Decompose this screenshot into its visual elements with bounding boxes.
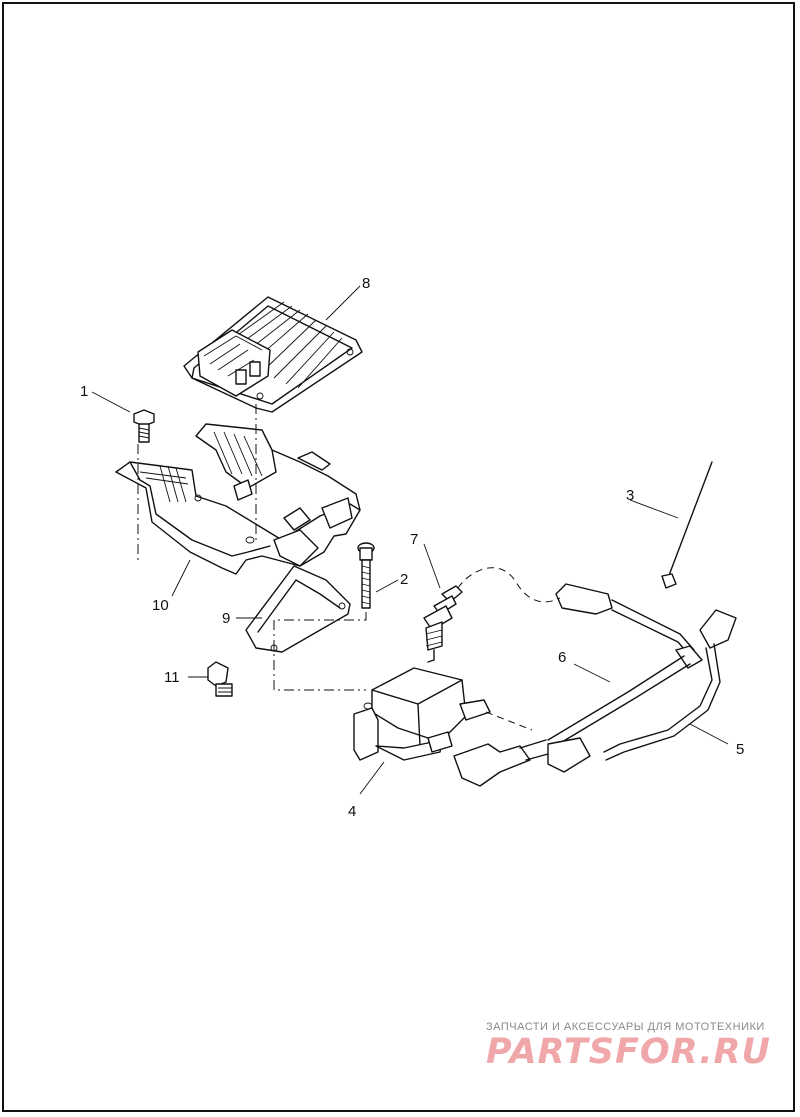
callout-5: 5 [736,741,744,758]
callout-labels: 1 2 3 4 5 6 7 8 9 10 11 [80,275,744,820]
spark-plug-wires-part [453,583,737,787]
ignition-coil-part [353,667,491,761]
callout-4: 4 [348,803,356,820]
callout-9: 9 [222,610,230,627]
watermark-logo: PARTSFOR.RU [486,1032,771,1072]
mounting-bolt-part [133,409,155,443]
wire-tie-part [661,461,713,589]
assembly-centerlines [137,404,561,731]
callout-7: 7 [410,531,418,548]
callout-11: 11 [164,669,180,686]
callout-1: 1 [80,383,88,400]
retaining-clip-part [207,661,233,697]
leader-lines [91,285,729,795]
ecm-module-part [183,296,363,413]
watermark-caption: ЗАПЧАСТИ И АКСЕССУАРЫ ДЛЯ МОТОТЕХНИКИ [486,1021,765,1033]
callout-10: 10 [152,597,169,614]
long-bolt-part [357,542,375,609]
callout-2: 2 [400,571,408,588]
spark-plug-part [423,585,463,663]
callout-3: 3 [626,487,634,504]
callout-8: 8 [362,275,370,292]
callout-6: 6 [558,649,566,666]
